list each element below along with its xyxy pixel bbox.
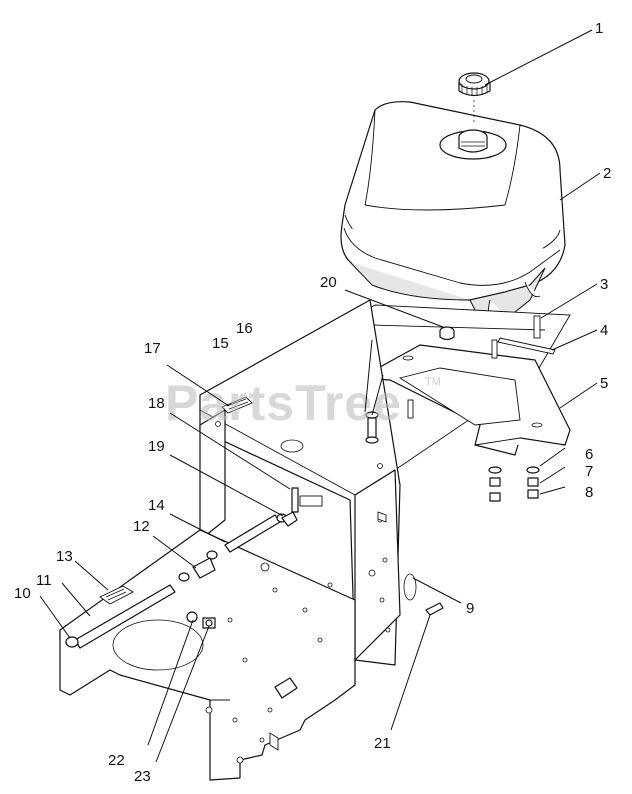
- grommet[interactable]: [439, 326, 455, 341]
- callout-4: 4: [600, 322, 608, 339]
- leader-lines: [39, 29, 601, 763]
- decal-13[interactable]: [99, 585, 134, 605]
- hardware-stack-right[interactable]: [488, 466, 540, 502]
- callout-12: 12: [133, 518, 150, 535]
- callout-14: 14: [148, 497, 165, 514]
- fitting-23[interactable]: [202, 617, 216, 629]
- callout-19: 19: [148, 438, 165, 455]
- decal-17[interactable]: [221, 396, 253, 414]
- callout-18: 18: [148, 395, 165, 412]
- tank-bracket[interactable]: [359, 315, 571, 456]
- bolt-21[interactable]: [425, 602, 444, 616]
- bolt-15[interactable]: [365, 411, 379, 444]
- tank-strap[interactable]: [497, 337, 556, 355]
- fuel-tank[interactable]: [340, 101, 566, 325]
- watermark: PartsTree: [165, 375, 402, 431]
- pin-fitting: [274, 677, 298, 699]
- callout-23: 23: [134, 768, 151, 785]
- callout-21: 21: [374, 735, 391, 752]
- callout-22: 22: [108, 752, 125, 769]
- callout-5: 5: [600, 375, 608, 392]
- callout-1: 1: [595, 20, 603, 37]
- fuel-cap[interactable]: [458, 72, 491, 122]
- watermark-tm: TM: [425, 376, 441, 388]
- callout-17: 17: [144, 340, 161, 357]
- callout-9: 9: [466, 600, 474, 617]
- fuel-line-assembly[interactable]: [65, 487, 299, 649]
- callout-6: 6: [585, 446, 593, 463]
- callout-15: 15: [212, 335, 229, 352]
- callout-7: 7: [585, 463, 593, 480]
- callout-20: 20: [320, 274, 337, 291]
- callout-10: 10: [14, 585, 31, 602]
- callout-16: 16: [236, 320, 253, 337]
- callout-8: 8: [585, 484, 593, 501]
- callout-3: 3: [600, 276, 608, 293]
- callout-2: 2: [603, 165, 611, 182]
- fitting-22[interactable]: [186, 611, 198, 623]
- callout-11: 11: [36, 572, 52, 589]
- callout-13: 13: [56, 548, 73, 565]
- callout-numbers: 1 2 3 4 5 6 7 8 9 10 11 12 13 14 15 16 1…: [14, 20, 611, 785]
- main-frame: [59, 299, 417, 781]
